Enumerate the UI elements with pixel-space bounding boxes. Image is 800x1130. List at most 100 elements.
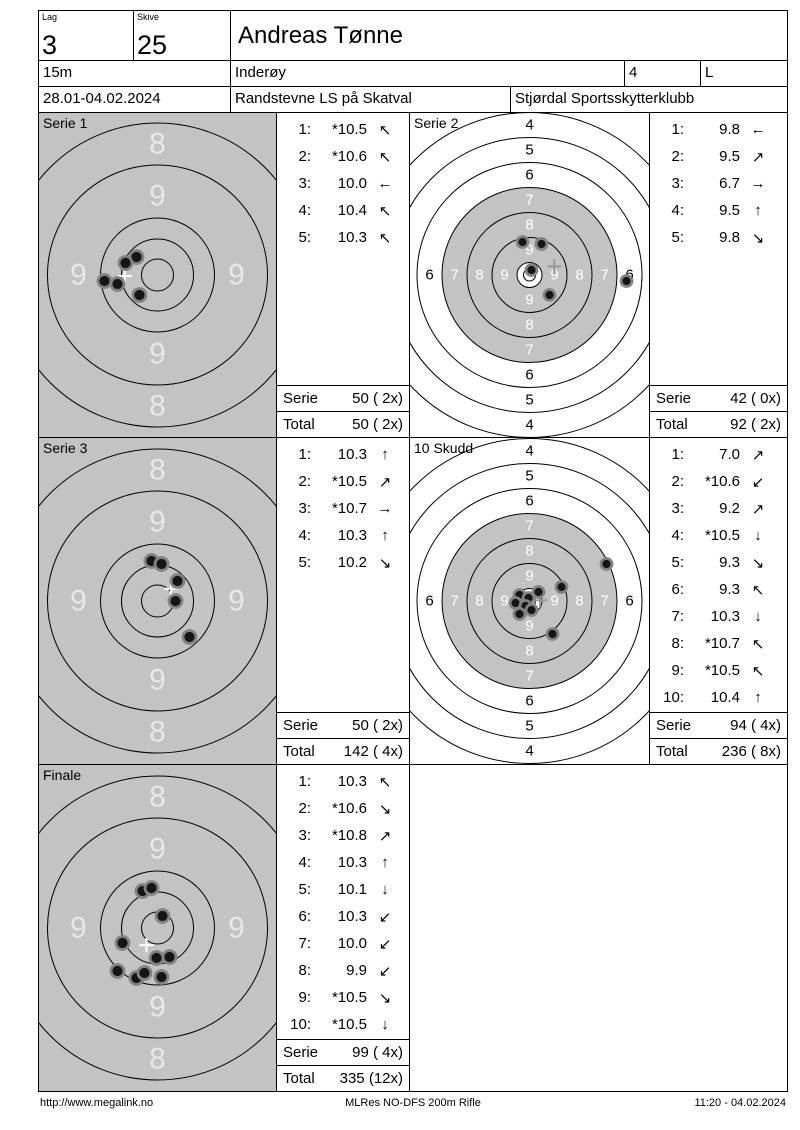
- svg-text:4: 4: [525, 417, 533, 434]
- score-row: 4:10.4↖: [277, 197, 409, 224]
- shot-number: 2:: [298, 148, 311, 165]
- score-row: 4:*10.5↓: [650, 522, 787, 549]
- score-panel-finale: 1:10.3↖2:*10.6↘3:*10.8↗4:10.3↑5:10.1↓6:1…: [277, 765, 410, 1091]
- footer-program: MLRes NO-DFS 200m Rifle: [345, 1097, 481, 1109]
- score-row: 5:10.1↓: [277, 876, 409, 903]
- shot-direction-arrow-icon: →: [377, 500, 393, 517]
- shot-number: 4:: [298, 527, 311, 544]
- shot-value: 10.1: [337, 881, 367, 898]
- shot-direction-arrow-icon: ↗: [378, 473, 392, 491]
- shot-direction-arrow-icon: ↓: [381, 1016, 389, 1033]
- svg-text:7: 7: [525, 192, 533, 209]
- shot-value: *10.5: [704, 662, 740, 679]
- svg-text:7: 7: [600, 267, 608, 284]
- score-row: 1:*10.5↖: [277, 116, 409, 143]
- skive-value: 25: [137, 30, 168, 60]
- shot-direction-arrow-icon: ↑: [381, 446, 389, 463]
- club: Inderøy: [231, 61, 625, 86]
- distance: 15m: [39, 61, 231, 86]
- svg-text:5: 5: [525, 392, 533, 409]
- score-row: 2:*10.6↖: [277, 143, 409, 170]
- shot-number: 5:: [671, 229, 684, 246]
- svg-text:9: 9: [228, 585, 245, 618]
- summary-value: 94 ( 4x): [730, 717, 781, 734]
- score-row: 2:*10.6↘: [277, 795, 409, 822]
- summary-label: Serie: [283, 1044, 319, 1061]
- svg-text:7: 7: [600, 593, 608, 610]
- shot-direction-arrow-icon: ↘: [378, 989, 392, 1007]
- score-row: 8:9.9↙: [277, 957, 409, 984]
- shot-direction-arrow-icon: ↓: [754, 608, 762, 625]
- score-row: 5:9.3↘: [650, 549, 787, 576]
- score-row: 4:10.3↑: [277, 849, 409, 876]
- shot-direction-arrow-icon: ↙: [751, 473, 765, 491]
- shot-number: 4:: [671, 202, 684, 219]
- shot-value: *10.6: [331, 800, 367, 817]
- svg-text:9: 9: [525, 242, 533, 259]
- svg-text:7: 7: [450, 267, 458, 284]
- svg-text:7: 7: [450, 593, 458, 610]
- shot-value: *10.8: [331, 827, 367, 844]
- class-number: 4: [625, 61, 701, 86]
- lag-box: Lag 3: [39, 11, 134, 60]
- score-row: 3:9.2↗: [650, 495, 787, 522]
- footer-url: http://www.megalink.no: [40, 1097, 154, 1109]
- summary-label: Serie: [656, 390, 692, 407]
- score-row: 5:9.8↘: [650, 224, 787, 251]
- score-panel-serie1: 1:*10.5↖2:*10.6↖3:10.0←4:10.4↖5:10.3↖ Se…: [277, 113, 410, 438]
- shot-number: 5:: [671, 554, 684, 571]
- shot-value: 10.3: [337, 773, 367, 790]
- header-row-3: 28.01-04.02.2024 Randstevne LS på Skatva…: [39, 87, 787, 113]
- svg-text:8: 8: [575, 593, 583, 610]
- score-row: 3:6.7→: [650, 170, 787, 197]
- svg-text:7: 7: [525, 518, 533, 535]
- shot-value: 9.3: [719, 554, 740, 571]
- shot-value: 7.0: [719, 446, 740, 463]
- shot-value: *10.7: [331, 500, 367, 517]
- shot-direction-arrow-icon: ↖: [751, 635, 765, 653]
- shot-value: *10.5: [331, 989, 367, 1006]
- summary-value: 236 ( 8x): [721, 743, 781, 760]
- shot-value: *10.6: [704, 473, 740, 490]
- summary-label: Total: [283, 416, 315, 433]
- shot-number: 9:: [671, 662, 684, 679]
- shot-number: 8:: [671, 635, 684, 652]
- summary-value: 99 ( 4x): [352, 1044, 403, 1061]
- svg-text:8: 8: [149, 390, 166, 423]
- summary-label: Serie: [656, 717, 692, 734]
- svg-text:9: 9: [149, 338, 166, 371]
- shot-number: 4:: [298, 854, 311, 871]
- shot-value: *10.5: [331, 121, 367, 138]
- shot-direction-arrow-icon: ↖: [751, 581, 765, 599]
- svg-text:8: 8: [525, 543, 533, 560]
- shot-value: 6.7: [719, 175, 740, 192]
- score-row: 1:10.3↖: [277, 768, 409, 795]
- svg-text:7: 7: [525, 342, 533, 359]
- date-range: 28.01-04.02.2024: [39, 87, 231, 112]
- shot-direction-arrow-icon: ↖: [378, 229, 392, 247]
- shot-value: 10.3: [710, 608, 740, 625]
- svg-text:6: 6: [525, 693, 533, 710]
- header-row-1: Lag 3 Skive 25 Andreas Tønne: [39, 11, 787, 61]
- shot-direction-arrow-icon: ←: [750, 121, 766, 138]
- shot-direction-arrow-icon: ↘: [378, 800, 392, 818]
- svg-text:8: 8: [149, 781, 166, 814]
- svg-text:9: 9: [70, 912, 87, 945]
- summary-value: 42 ( 0x): [730, 390, 781, 407]
- score-row: 3:*10.7→: [277, 495, 409, 522]
- shot-value: *10.5: [704, 527, 740, 544]
- svg-text:6: 6: [525, 493, 533, 510]
- summary-value: 92 ( 2x): [730, 416, 781, 433]
- svg-text:9: 9: [550, 267, 558, 284]
- shot-direction-arrow-icon: ↗: [378, 827, 392, 845]
- svg-text:9: 9: [550, 593, 558, 610]
- summary-value: 50 ( 2x): [352, 390, 403, 407]
